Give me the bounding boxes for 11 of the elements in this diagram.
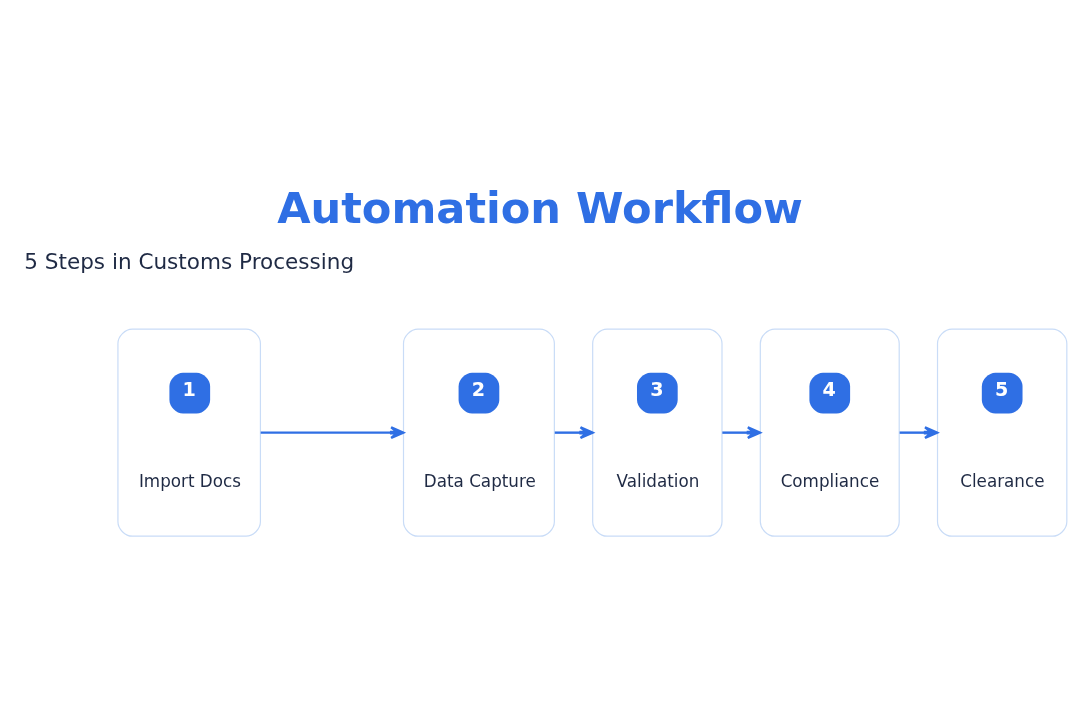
node-box: 2 Data Capture xyxy=(402,327,555,537)
arrow xyxy=(899,425,939,439)
arrow xyxy=(722,425,762,439)
arrow xyxy=(260,425,405,439)
diagram-title: Automation Workflow xyxy=(277,182,803,233)
label: 5 Steps in Customs Processing xyxy=(24,248,355,274)
node-box: 1 Import Docs xyxy=(117,327,262,537)
node-box: 4 Compliance xyxy=(759,327,900,537)
node-box: 5 Clearance xyxy=(936,327,1068,537)
node-box: 3 Validation xyxy=(592,327,723,537)
arrow xyxy=(554,425,594,439)
